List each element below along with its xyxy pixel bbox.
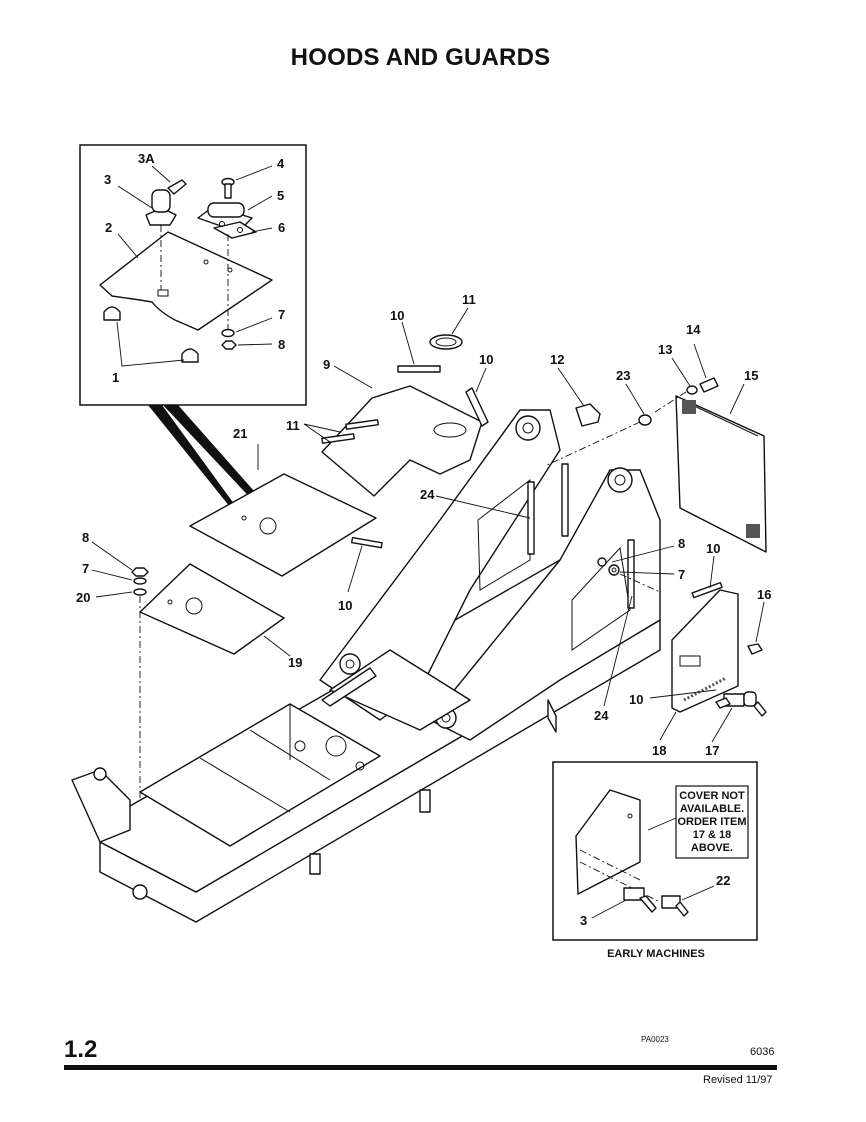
bolt-icon [699,377,719,393]
early-machines-caption: EARLY MACHINES [607,948,705,960]
access-plate [99,231,273,331]
callout-11: 11 [286,418,300,433]
foam-strip [465,387,489,427]
callout-11: 11 [462,292,476,307]
callout-13: 13 [658,342,672,357]
page-number: 1.2 [64,1036,98,1063]
nut-icon [597,557,607,567]
screw-icon [221,177,235,330]
floor-plate-lower [139,563,285,655]
callout-3: 3 [580,913,587,928]
note-line-5: ABOVE. [691,842,733,854]
callout-7: 7 [278,307,285,322]
washer-icon [221,328,235,338]
callout-24: 24 [594,708,609,723]
callout-4: 4 [277,156,285,171]
callout-18: 18 [652,743,666,758]
foam-strip [321,433,355,444]
callout-labels: 3A 3 2 4 5 6 7 8 1 21 11 9 10 11 10 12 2… [76,151,771,758]
leader-lines [91,307,765,743]
nut-icon [221,340,237,350]
callout-7: 7 [678,567,685,582]
callout-2: 2 [105,220,112,235]
callout-10: 10 [479,352,493,367]
callout-15: 15 [744,368,758,383]
callout-7: 7 [82,561,89,576]
latch-icon [145,179,187,290]
callout-10: 10 [629,692,643,707]
shroud-opening [433,422,467,438]
callout-20: 20 [76,590,90,605]
callout-8: 8 [678,536,685,551]
side-cover [671,589,739,713]
callout-14: 14 [686,322,701,337]
callout-10: 10 [390,308,404,323]
document-number: 6036 [750,1046,775,1058]
callout-21: 21 [233,426,247,441]
callout-17: 17 [705,743,719,758]
callout-19: 19 [288,655,302,670]
latch-icon [623,887,689,917]
footer-rule [64,1065,777,1070]
bumper-icon [181,348,199,363]
loader-main-frame [71,409,661,923]
foam-strip [691,581,723,599]
callout-8: 8 [82,530,89,545]
shroud-cover [321,385,483,497]
callout-1: 1 [112,370,119,385]
callout-3: 3 [104,172,111,187]
callout-6: 6 [278,220,285,235]
washer-icon [133,588,147,596]
hinge-icon [197,202,257,239]
latch-assembly-icon [715,691,767,717]
bracket-icon [575,403,601,427]
rear-grille [675,395,767,553]
grommet-icon [429,334,463,350]
inset-pointer [148,405,240,512]
inset-pointer [163,405,262,504]
callout-3a: 3A [138,151,155,166]
callout-9: 9 [323,357,330,372]
callout-5: 5 [277,188,284,203]
washer-icon [133,577,147,585]
washer-icon [686,385,698,395]
callout-24: 24 [420,487,435,502]
note-line-1: COVER NOT [679,790,745,802]
foam-strip [345,419,379,430]
page-title: HOODS AND GUARDS [290,44,551,71]
detail-inset [79,144,307,512]
note-line-3: ORDER ITEM [677,816,746,828]
nut-icon [131,567,149,577]
figure-reference: PA0023 [641,1035,669,1044]
floor-plate-upper [189,473,377,577]
bolt-icon [747,643,763,655]
foam-strip [350,536,383,549]
callout-12: 12 [550,352,564,367]
note-line-2: AVAILABLE. [680,803,744,815]
bumper-icon [103,306,121,321]
foam-strip [397,365,441,373]
nut-icon [638,414,652,426]
note-line-4: 17 & 18 [693,829,732,841]
washer-icon [608,564,620,576]
early-machines-inset: COVER NOT AVAILABLE. ORDER ITEM 17 & 18 … [552,761,758,941]
callout-8: 8 [278,337,285,352]
callout-23: 23 [616,368,630,383]
callout-16: 16 [757,587,771,602]
revision-date: Revised 11/97 [703,1074,773,1086]
callout-10: 10 [706,541,720,556]
callout-10: 10 [338,598,352,613]
callout-22: 22 [716,873,730,888]
